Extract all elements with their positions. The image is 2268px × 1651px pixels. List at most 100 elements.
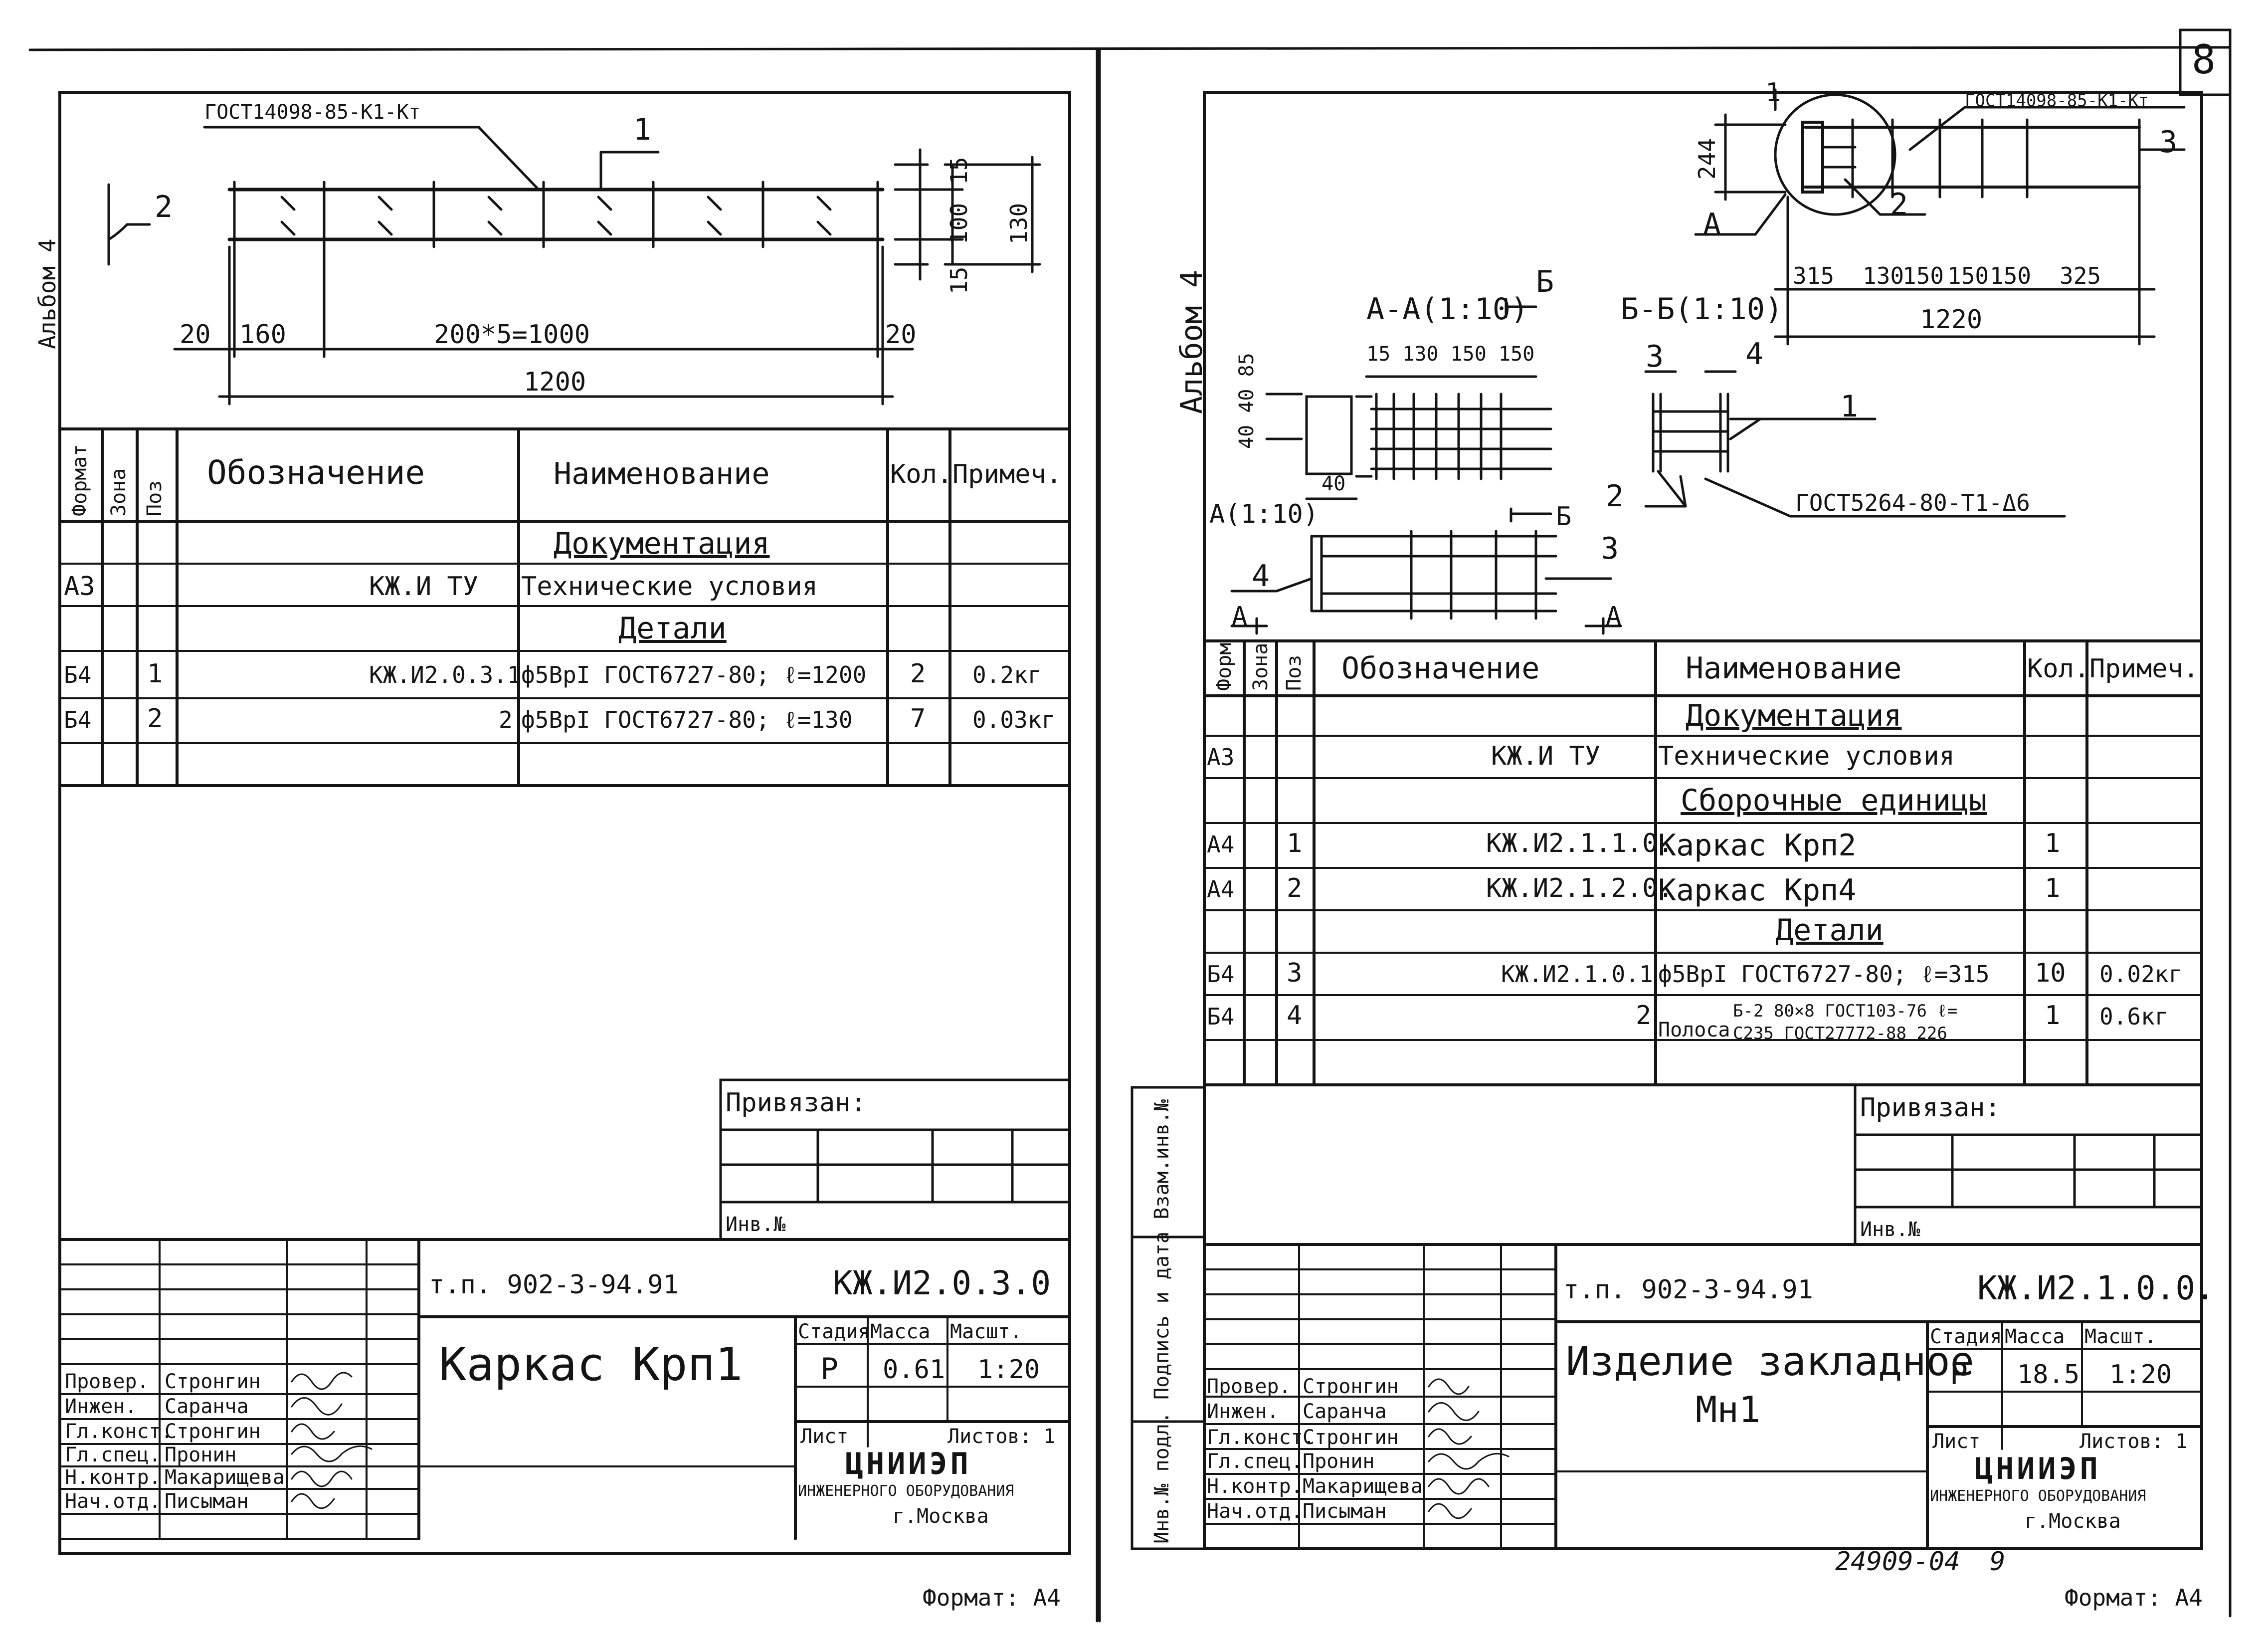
right-person-name-2: Саранча <box>1303 1400 1387 1423</box>
left-hdr-note: Примеч. <box>952 459 1062 489</box>
left-hdr-designation: Обозначение <box>207 453 425 492</box>
right-frame-drawing <box>1801 121 2141 194</box>
right-weld-note: ГОСТ14098-85-К1-Кт <box>1965 91 2149 111</box>
left-person-role-5: Н.контр. <box>65 1466 161 1489</box>
section-a-a-dims: 15 130 150 150 <box>1366 343 1535 366</box>
left-doc-code: КЖ.И2.0.3.0 <box>833 1264 1051 1302</box>
right-item-name-line2: Мн1 <box>1696 1389 1761 1431</box>
right-person-role-5: Н.контр. <box>1207 1475 1303 1498</box>
right-row3-name: Каркас Крп2 <box>1658 828 1857 863</box>
right-row7-designation: 2 <box>1636 1001 1652 1031</box>
right-row4-designation: КЖ.И2.1.2.0. <box>1486 873 1674 903</box>
left-person-role-3: Гл.конст. <box>65 1420 173 1443</box>
right-row7-note: 0.6кг <box>2099 1003 2169 1030</box>
right-row6-qty: 10 <box>2035 958 2066 988</box>
right-album-label: Альбом 4 <box>1174 270 1209 414</box>
right-row4-name: Каркас Крп4 <box>1658 873 1857 908</box>
right-person-role-2: Инжен. <box>1207 1400 1279 1423</box>
right-row7-format: Б4 <box>1207 1003 1235 1030</box>
right-person-name-1: Стронгин <box>1303 1375 1399 1398</box>
right-row7-sub2: С235 ГОСТ27772-88 226 <box>1733 1024 1947 1043</box>
right-pos2-label: 2 <box>1890 187 1908 222</box>
left-hdr-format: Формат <box>68 444 91 517</box>
right-dim-1220: 1220 <box>1920 305 1983 335</box>
right-row6-format: Б4 <box>1207 961 1235 988</box>
view-a-cut-a-left: А <box>1232 602 1248 631</box>
right-scale-label: Масшт. <box>2084 1325 2157 1348</box>
right-row3-designation: КЖ.И2.1.1.0. <box>1486 828 1674 858</box>
right-row7-name: Полоса <box>1658 1019 1730 1041</box>
right-row1-format: А3 <box>1207 744 1235 771</box>
view-a-title: А(1:10) <box>1209 499 1319 529</box>
right-person-role-1: Провер. <box>1207 1375 1291 1398</box>
left-privyazan: Привязан: <box>726 1088 866 1118</box>
left-stage-label: Стадия <box>798 1320 870 1343</box>
archive-page: 9 <box>1990 1547 2006 1577</box>
view-a-drawing <box>1230 530 1622 635</box>
right-row3-pos: 1 <box>1287 828 1303 858</box>
right-person-name-4: Пронин <box>1303 1450 1375 1473</box>
right-dim-150c: 150 <box>1990 262 2032 289</box>
left-hdr-pos: Поз <box>143 480 166 516</box>
right-row4-format: А4 <box>1207 876 1235 903</box>
section-a-a-dim-40: 40 <box>1322 472 1346 495</box>
right-person-role-6: Нач.отд. <box>1207 1500 1303 1523</box>
right-item-name-line1: Изделие закладное <box>1566 1338 1974 1385</box>
right-stage-label: Стадия <box>1930 1325 2002 1348</box>
left-sheets-label: Листов: 1 <box>947 1425 1056 1448</box>
right-mass: 18.5 <box>2017 1360 2080 1390</box>
right-row3-format: А4 <box>1207 831 1235 858</box>
right-row-section-docs: Документация <box>1686 698 1902 733</box>
left-sheet-label: Лист <box>800 1425 849 1448</box>
right-dim-244: 244 <box>1694 138 1720 180</box>
left-dim-160: 160 <box>239 320 286 350</box>
right-inv-no: Инв.№ <box>1860 1218 1920 1241</box>
left-row3-format: Б4 <box>64 661 92 688</box>
right-row7-pos: 4 <box>1287 1001 1303 1031</box>
view-a-cut-a-right: А <box>1606 602 1622 631</box>
right-dim-315: 315 <box>1793 262 1835 289</box>
right-side-stamp: Инв.№ подл. Подпись и дата Взам.инв.№ <box>1150 1099 1173 1544</box>
left-dim-130: 130 <box>1005 203 1032 244</box>
right-pos3-label: 3 <box>2159 125 2178 160</box>
view-a-pos3: 3 <box>1601 531 1619 566</box>
section-b-b-title: Б-Б(1:10) <box>1621 292 1783 327</box>
view-a-pos4: 4 <box>1252 559 1270 594</box>
right-row4-qty: 1 <box>2045 873 2061 903</box>
right-row-section-assemblies: Сборочные единицы <box>1681 783 1987 818</box>
left-format: Формат: А4 <box>923 1584 1061 1611</box>
right-scale: 1:20 <box>2109 1360 2172 1390</box>
right-row6-pos: 3 <box>1287 958 1303 988</box>
left-scale: 1:20 <box>977 1355 1040 1385</box>
left-dim-20-right: 20 <box>885 320 917 350</box>
left-row4-name: ф5ВрI ГОСТ6727-80; ℓ=130 <box>521 706 853 733</box>
left-project: т.п. 902-3-94.91 <box>429 1270 679 1300</box>
left-row3-note: 0.2кг <box>972 661 1042 688</box>
left-dim-100: 100 <box>945 203 972 244</box>
left-org: ЦНИИЭП <box>845 1446 971 1481</box>
right-hdr-name: Наименование <box>1686 651 1902 686</box>
right-dim-325: 325 <box>2060 262 2101 289</box>
left-scale-label: Масшт. <box>950 1320 1022 1343</box>
left-inv-no: Инв.№ <box>726 1213 786 1236</box>
right-privyazan: Привязан: <box>1860 1093 2001 1123</box>
left-hdr-name: Наименование <box>554 456 770 491</box>
signatures <box>291 1372 1510 1519</box>
section-b-b-pos3: 3 <box>1646 339 1664 374</box>
left-row4-qty: 7 <box>910 704 926 734</box>
left-row4-designation: 2 <box>499 706 513 733</box>
right-spec-table-grid <box>1203 639 2203 1086</box>
section-b-b-pos2: 2 <box>1606 479 1624 514</box>
right-row1-designation: КЖ.И ТУ <box>1491 741 1601 771</box>
right-cut-a: А <box>1703 207 1721 242</box>
left-org-city: г.Москва <box>893 1505 989 1528</box>
right-frame <box>1203 91 2203 1550</box>
left-row3-qty: 2 <box>910 659 926 689</box>
left-person-role-6: Нач.отд. <box>65 1490 161 1513</box>
right-side-stamp-grid <box>1131 1086 1206 1550</box>
right-person-role-3: Гл.конст. <box>1207 1426 1315 1449</box>
section-a-a-drawing <box>1265 298 1552 523</box>
left-row4-format: Б4 <box>64 706 92 733</box>
right-stage: Р <box>1950 1357 1968 1392</box>
